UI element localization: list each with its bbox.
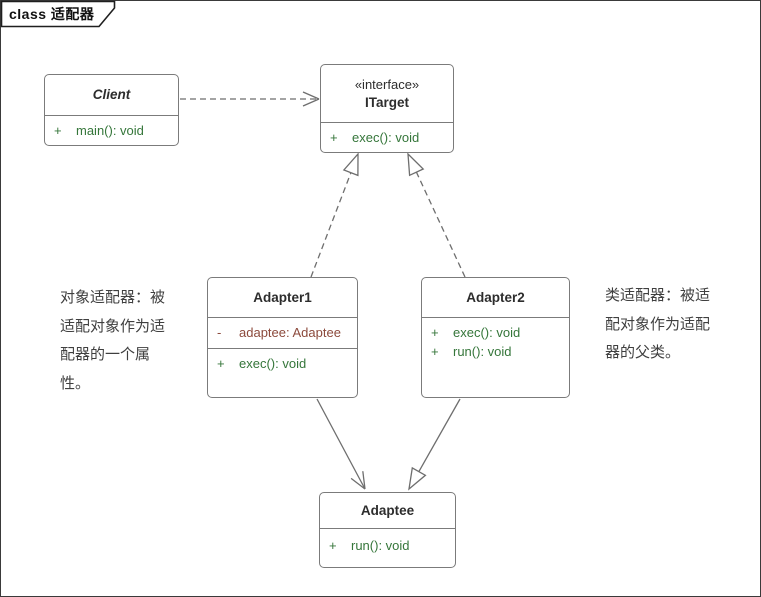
operation-text: exec(): void: [239, 356, 307, 371]
annotation-line: 配器的一个属: [60, 346, 151, 363]
class-name: Client: [92, 87, 131, 102]
operation-row: + exec(): void: [321, 128, 453, 147]
operation-row: + exec(): void: [422, 323, 569, 342]
operations-compartment: + run(): void: [320, 528, 455, 567]
class-box-adaptee[interactable]: Adaptee + run(): void: [319, 492, 456, 568]
operation-text: run(): void: [453, 344, 512, 359]
class-title-itarget: «interface» ITarget: [321, 65, 453, 122]
connector-realization-adapter2-itarget[interactable]: [407, 152, 466, 278]
visibility-sign: +: [217, 356, 225, 371]
operations-compartment: + exec(): void: [208, 348, 357, 397]
operation-text: exec(): void: [453, 325, 521, 340]
visibility-sign: +: [54, 123, 62, 138]
connector-association-adapter1-adaptee[interactable]: [316, 398, 366, 490]
class-title-client: Client: [45, 75, 178, 115]
annotation-line: 器的父类。: [605, 344, 681, 361]
class-box-client[interactable]: Client + main(): void: [44, 74, 179, 146]
operation-row: + run(): void: [320, 536, 455, 555]
annotation-line: 配对象作为适配: [605, 315, 711, 333]
attribute-text: adaptee: Adaptee: [239, 325, 341, 340]
frame-label: class 适配器: [9, 6, 95, 22]
annotation-line: 性。: [60, 374, 91, 392]
annotation-line: 适配对象作为适: [60, 317, 166, 335]
connector-dependency-client-itarget[interactable]: [180, 91, 320, 107]
operations-compartment: + exec(): void: [321, 122, 453, 152]
operations-compartment: + main(): void: [45, 115, 178, 145]
class-title-adaptee: Adaptee: [320, 493, 455, 528]
class-title-adapter2: Adapter2: [422, 278, 569, 317]
class-name: Adaptee: [360, 502, 415, 518]
class-name: Adapter1: [253, 289, 312, 305]
class-name: Adapter2: [466, 289, 525, 305]
class-box-adapter1[interactable]: Adapter1 - adaptee: Adaptee + exec(): vo…: [207, 277, 358, 398]
annotation-line: 类适配器：被适: [605, 287, 711, 304]
connector-realization-adapter1-itarget[interactable]: [310, 152, 359, 278]
connector-generalization-adapter2-adaptee[interactable]: [408, 398, 461, 491]
operation-text: exec(): void: [352, 130, 420, 145]
class-name: ITarget: [364, 94, 409, 110]
visibility-sign: -: [217, 325, 222, 340]
attribute-row: - adaptee: Adaptee: [208, 323, 357, 342]
frame-tab: [0, 0, 116, 28]
operation-text: main(): void: [76, 123, 144, 138]
operation-row: + main(): void: [45, 121, 178, 140]
visibility-sign: +: [329, 538, 337, 553]
annotation-line: 对象适配器：被: [60, 289, 166, 306]
operations-compartment: + exec(): void + run(): void: [422, 317, 569, 397]
attributes-compartment: - adaptee: Adaptee: [208, 317, 357, 348]
stereotype-label: «interface»: [354, 76, 420, 92]
class-box-itarget[interactable]: «interface» ITarget + exec(): void: [320, 64, 454, 153]
visibility-sign: +: [431, 344, 439, 359]
visibility-sign: +: [431, 325, 439, 340]
operation-row: + exec(): void: [208, 354, 357, 373]
operation-text: run(): void: [351, 538, 410, 553]
annotation-class-adapter: 类适配器：被适 配对象作为适配 器的父类。: [605, 282, 730, 368]
class-title-adapter1: Adapter1: [208, 278, 357, 317]
annotation-object-adapter: 对象适配器：被 适配对象作为适 配器的一个属 性。: [60, 284, 195, 398]
class-box-adapter2[interactable]: Adapter2 + exec(): void + run(): void: [421, 277, 570, 398]
visibility-sign: +: [330, 130, 338, 145]
operation-row: + run(): void: [422, 342, 569, 361]
